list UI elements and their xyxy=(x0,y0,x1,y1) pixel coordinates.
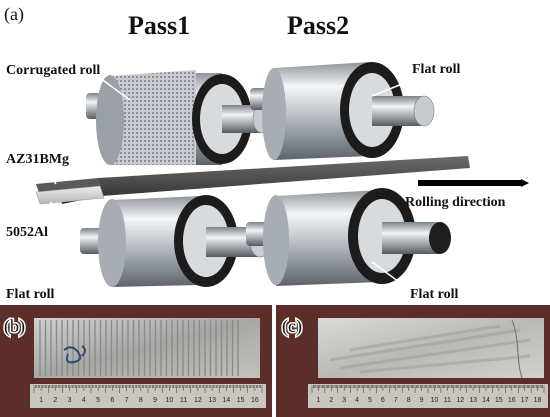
ruler-number: 5 xyxy=(96,397,100,404)
flat-roll-bottom-left xyxy=(80,195,271,287)
bonded-plate xyxy=(58,156,470,204)
al5052-sheet xyxy=(35,185,105,205)
ruler-number: 2 xyxy=(329,397,333,404)
panel-a-label: (a) xyxy=(4,4,24,25)
ruler-number: 16 xyxy=(508,397,516,404)
corrugated-roll-face xyxy=(96,75,124,165)
ruler-number: 7 xyxy=(394,397,398,404)
corrugated-roll-body xyxy=(110,70,196,165)
ruler-number: 9 xyxy=(420,397,424,404)
label-flat-roll-bottom-right: Flat roll xyxy=(410,287,458,302)
ruler-number: 7 xyxy=(125,397,129,404)
ruler-number: 6 xyxy=(381,397,385,404)
ruler-number: 2 xyxy=(53,397,57,404)
ruler-number: 12 xyxy=(194,397,202,404)
flat-roll-br-face xyxy=(263,195,289,285)
ruler-number: 14 xyxy=(482,397,490,404)
ruler-number: 14 xyxy=(222,397,230,404)
leader-flat-roll-bottom-right xyxy=(371,261,411,291)
ruler-number: 1 xyxy=(39,397,43,404)
ruler-number: 13 xyxy=(469,397,477,404)
ruler-number: 6 xyxy=(110,397,114,404)
flat-roll-top-right xyxy=(250,62,435,160)
leader-flat-roll-bottom-left xyxy=(57,269,91,291)
label-flat-roll-bottom-left: Flat roll xyxy=(6,287,54,302)
ruler-number: 10 xyxy=(165,397,173,404)
ruler-number: 11 xyxy=(444,397,451,404)
label-5052al: 5052Al xyxy=(6,225,48,240)
panel-c-surface-streaks xyxy=(329,324,531,374)
ruler-number: 18 xyxy=(534,397,542,404)
label-flat-roll-top-right: Flat roll xyxy=(412,62,460,77)
flat-roll-tr-shaft-end xyxy=(413,95,435,127)
pass1-heading: Pass1 xyxy=(128,11,190,40)
label-corrugated-roll: Corrugated roll xyxy=(6,63,100,78)
ruler-number: 16 xyxy=(251,397,259,404)
ruler-number: 10 xyxy=(431,397,439,404)
ruler-number: 17 xyxy=(521,397,529,404)
ruler-number: 15 xyxy=(495,397,503,404)
panel-c-edge-line xyxy=(511,319,523,379)
ruler-number: 12 xyxy=(456,397,464,404)
leader-corrugated-roll xyxy=(99,77,131,101)
ruler-number: 9 xyxy=(153,397,157,404)
label-az31bmg: AZ31BMg xyxy=(6,152,69,167)
flat-roll-bottom-right xyxy=(246,188,451,286)
ruler-number: 3 xyxy=(68,397,72,404)
panel-c-label: (c) xyxy=(282,316,302,337)
ruler-number: 11 xyxy=(180,397,187,404)
leader-az31bmg xyxy=(43,167,57,185)
ruler-number: 1 xyxy=(316,397,320,404)
corrugated-roll xyxy=(86,70,272,165)
leader-5052al xyxy=(29,201,53,223)
pass2-heading: Pass2 xyxy=(287,11,349,40)
ruler-number: 8 xyxy=(407,397,411,404)
leader-flat-roll-top-right xyxy=(371,79,413,97)
panel-b-ink-mark xyxy=(63,345,86,364)
ruler-number: 8 xyxy=(139,397,143,404)
ruler-number: 5 xyxy=(368,397,372,404)
ruler-number: 4 xyxy=(82,397,86,404)
flat-roll-tr-face xyxy=(262,68,286,160)
ruler-number: 3 xyxy=(342,397,346,404)
flat-roll-br-shaft-end xyxy=(429,222,451,254)
panel-c-sample-photo xyxy=(318,318,544,378)
panel-b-label: (b) xyxy=(4,316,25,337)
label-rolling-direction: Rolling direction xyxy=(405,195,506,210)
ruler-number: 4 xyxy=(355,397,359,404)
ruler-number: 15 xyxy=(237,397,245,404)
flat-roll-bl-face xyxy=(98,199,126,287)
ruler-number: 13 xyxy=(208,397,216,404)
